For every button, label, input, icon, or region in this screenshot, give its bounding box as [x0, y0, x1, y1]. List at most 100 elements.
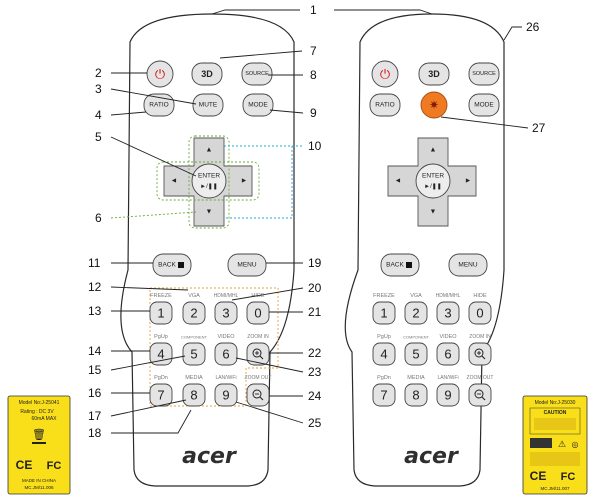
mute-button[interactable]: [192, 93, 224, 117]
right-key-6[interactable]: [436, 342, 460, 366]
right-video-key-label: VIDEO: [439, 334, 457, 340]
ratio-button[interactable]: [143, 93, 175, 117]
right-sticker-target-icon: ◎: [572, 440, 579, 449]
zoom-out-key[interactable]: [246, 383, 270, 407]
right-mode-button[interactable]: [468, 93, 500, 117]
right-key-9-label: 9: [444, 388, 451, 403]
laser-icon: ✷: [429, 98, 439, 112]
ratio-label: RATIO: [149, 102, 168, 109]
right-key-5[interactable]: [404, 342, 428, 366]
freeze-key-label: FREEZE: [150, 293, 172, 299]
right-play-pause-label: ►/❚❚: [424, 183, 442, 190]
key-9-label: 9: [222, 388, 229, 403]
right-enter-button[interactable]: [415, 163, 451, 199]
right-key-6-label: 6: [444, 347, 451, 362]
left-sticker-bin-bar: [32, 442, 46, 444]
zoom-out-key-label: ZOOM OUT: [245, 375, 272, 381]
key-5[interactable]: [182, 342, 206, 366]
right-key-8[interactable]: [404, 383, 428, 407]
right-zoom-in-key-label: ZOOM IN: [469, 334, 491, 340]
right-back-button[interactable]: [380, 253, 420, 277]
right-key-1[interactable]: [372, 301, 396, 325]
right-key-4[interactable]: [372, 342, 396, 366]
source-button[interactable]: [241, 62, 273, 86]
right-3d-button[interactable]: [418, 62, 450, 86]
mode-button[interactable]: [242, 93, 274, 117]
3d-button[interactable]: [191, 62, 223, 86]
right-key-7-label: 7: [380, 388, 387, 403]
mute-label: MUTE: [199, 102, 218, 109]
right-power-button[interactable]: [371, 60, 399, 88]
right-stop-icon: [406, 262, 412, 268]
key-0[interactable]: [246, 301, 270, 325]
right-left-arrow-icon: ◄: [395, 178, 402, 185]
right-power-icon: ⏻: [380, 67, 390, 82]
callout-15: 15: [88, 363, 102, 377]
stop-icon: [178, 262, 184, 268]
zoom-in-key-label: ZOOM IN: [247, 334, 269, 340]
key-6[interactable]: [214, 342, 238, 366]
vga-key-label: VGA: [188, 293, 200, 299]
key-6-label: 6: [222, 347, 229, 362]
right-acer-logo: acer: [404, 444, 459, 469]
menu-button[interactable]: [227, 253, 267, 277]
right-key-2[interactable]: [404, 301, 428, 325]
key-3-label: 3: [222, 306, 229, 321]
lan-wifi-key-label: LAN/WiFi: [215, 375, 236, 381]
right-zoom-out-key[interactable]: [468, 383, 492, 407]
video-key-label: VIDEO: [217, 334, 235, 340]
keystone-up-icon: ▲: [206, 147, 213, 154]
key-9[interactable]: [214, 383, 238, 407]
left-sticker-bin-icon: 🗑: [32, 428, 46, 441]
left-digit-row-3: 7 8 9: [149, 383, 270, 407]
right-source-button[interactable]: [468, 62, 500, 86]
key-8[interactable]: [182, 383, 206, 407]
laser-button[interactable]: [420, 91, 448, 119]
right-sticker-model: Model No:J-25030: [535, 400, 576, 406]
play-pause-label: ►/❚❚: [200, 183, 218, 190]
right-zoom-in-key[interactable]: [468, 342, 492, 366]
right-ratio-label: RATIO: [375, 102, 394, 109]
left-sticker-fc: FC: [47, 460, 62, 472]
callout-21: 21: [308, 305, 322, 319]
zoom-in-key[interactable]: [246, 342, 270, 366]
right-menu-label: MENU: [458, 262, 477, 269]
left-digit-row-1: 1 2 3 0: [149, 301, 270, 325]
right-sticker-fc: FC: [561, 471, 576, 483]
right-key-5-label: 5: [412, 347, 419, 362]
callout-26: 26: [526, 20, 540, 34]
right-sticker-caution: CAUTION: [544, 410, 567, 416]
back-button[interactable]: [152, 253, 192, 277]
right-key-7[interactable]: [372, 383, 396, 407]
callout-4: 4: [95, 108, 102, 122]
callout-10: 10: [308, 139, 322, 153]
right-ratio-button[interactable]: [369, 93, 401, 117]
right-keystone-up-icon: ▲: [430, 147, 437, 154]
right-freeze-key-label: FREEZE: [373, 293, 395, 299]
right-key-3[interactable]: [436, 301, 460, 325]
right-key-9[interactable]: [436, 383, 460, 407]
key-7[interactable]: [149, 383, 173, 407]
3d-label: 3D: [201, 69, 213, 79]
callout-7: 7: [310, 44, 317, 58]
right-sticker-code: MC.JM/11.007: [541, 486, 570, 491]
zoom-in-icon: [252, 348, 262, 358]
right-key-4-label: 4: [380, 347, 387, 362]
left-sticker-made: MADE IN CHINA: [22, 478, 56, 483]
right-menu-button[interactable]: [448, 253, 488, 277]
left-sticker-rating: Rating : DC 3V: [20, 409, 54, 415]
callout-numbers: 1 2 3 4 5 6 7 8 9 10 11 12 13 14 15 16 1…: [88, 3, 546, 440]
key-7-label: 7: [157, 388, 164, 403]
right-digit-row-1: 1 2 3 0: [372, 301, 492, 325]
key-3[interactable]: [214, 301, 238, 325]
key-2[interactable]: [182, 301, 206, 325]
right-key-0[interactable]: [468, 301, 492, 325]
left-arrow-icon: ◄: [171, 178, 178, 185]
enter-button[interactable]: [191, 163, 227, 199]
right-sticker-caution-box: [529, 407, 581, 435]
power-button[interactable]: [146, 60, 174, 88]
key-1[interactable]: [149, 301, 173, 325]
key-0-label: 0: [254, 306, 261, 321]
callout-20: 20: [308, 281, 322, 295]
enter-label: ENTER: [198, 173, 220, 180]
